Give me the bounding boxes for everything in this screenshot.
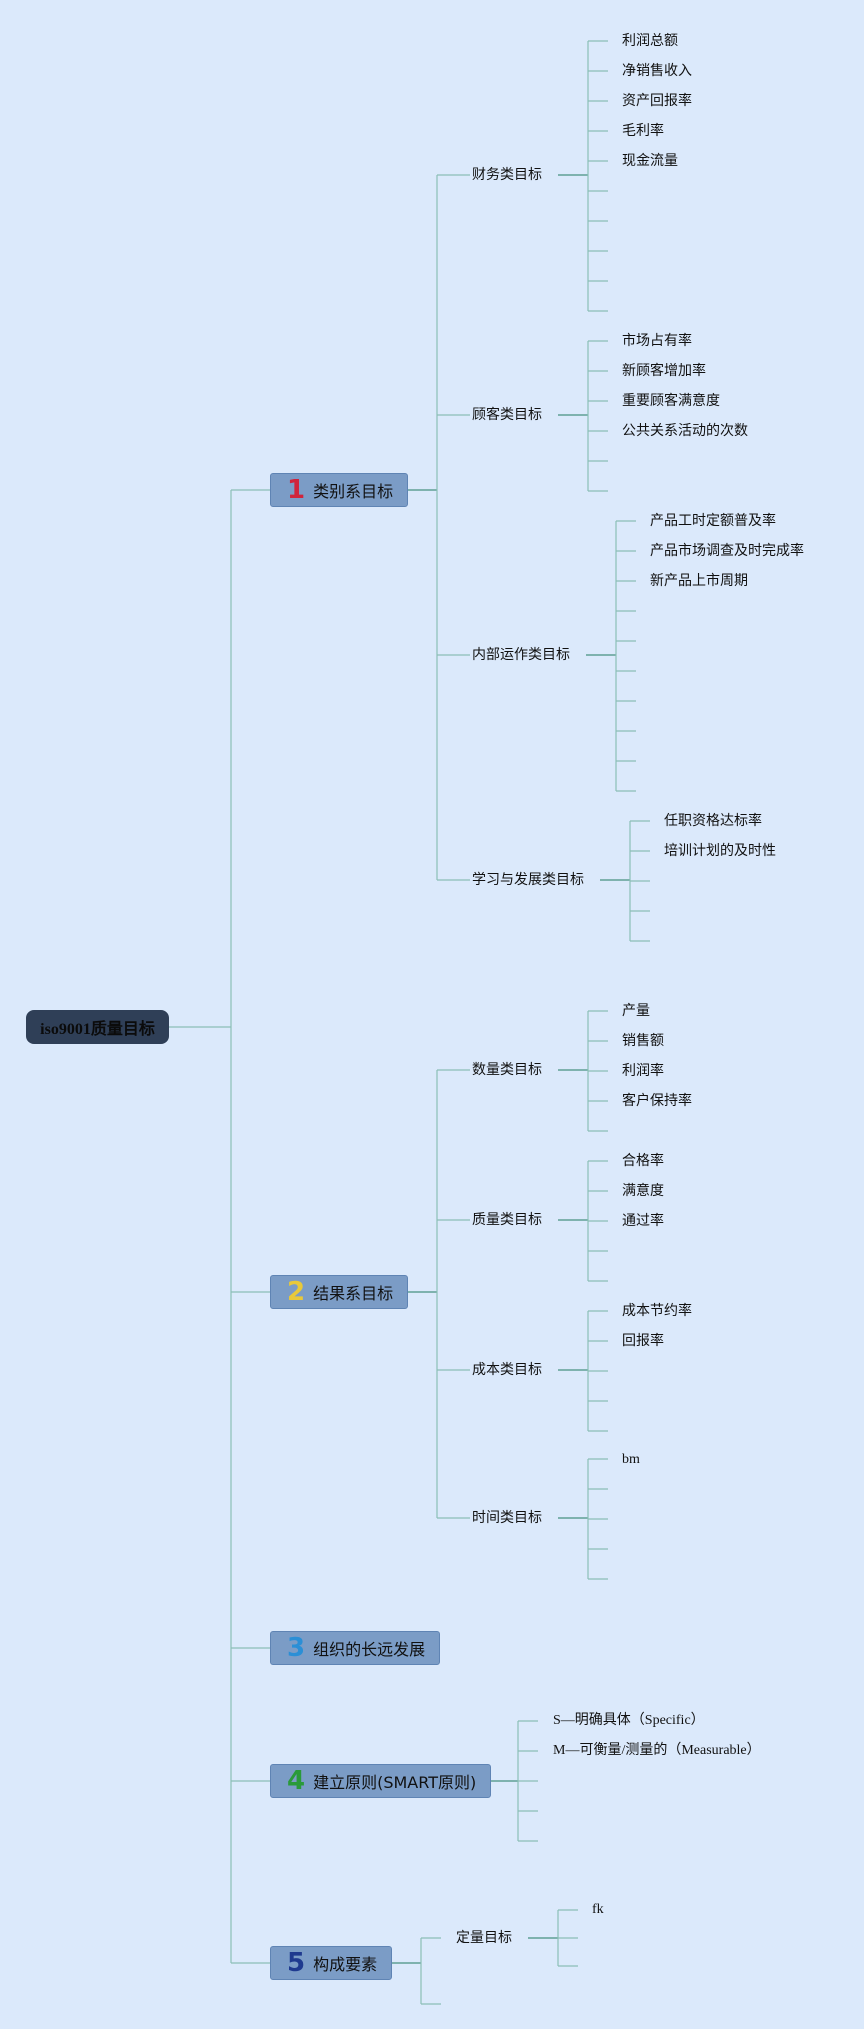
topic-customer[interactable]: 顾客类目标	[472, 407, 542, 423]
leaf-item[interactable]: 成本节约率	[622, 1303, 692, 1319]
leaf-item[interactable]: 培训计划的及时性	[664, 843, 776, 859]
leaf-item[interactable]: bm	[622, 1452, 640, 1467]
branch-smart[interactable]: 4 建立原则(SMART原则)	[270, 1764, 492, 1798]
branch-elements[interactable]: 5 构成要素	[270, 1946, 393, 1980]
leaf-item[interactable]: 新产品上市周期	[650, 573, 748, 589]
leaf-item[interactable]: 现金流量	[622, 153, 678, 169]
leaf-item[interactable]: 产品市场调查及时完成率	[650, 543, 804, 559]
branch-result-label: 结果系目标	[313, 1284, 394, 1303]
topic-learning[interactable]: 学习与发展类目标	[472, 872, 584, 888]
branch-category-label: 类别系目标	[313, 482, 394, 501]
leaf-item[interactable]: 合格率	[622, 1153, 664, 1169]
leaf-item[interactable]: 任职资格达标率	[664, 813, 762, 829]
leaf-item[interactable]: fk	[592, 1902, 604, 1917]
number-4-icon: 4	[287, 1766, 306, 1796]
topic-quality[interactable]: 质量类目标	[472, 1212, 542, 1228]
topic-cost[interactable]: 成本类目标	[472, 1362, 542, 1378]
leaf-item[interactable]: 重要顾客满意度	[622, 393, 720, 409]
leaf-item[interactable]: 产品工时定额普及率	[650, 513, 776, 529]
leaf-item[interactable]: 资产回报率	[622, 93, 692, 109]
branch-long-term-label: 组织的长远发展	[313, 1640, 426, 1659]
topic-internal[interactable]: 内部运作类目标	[472, 647, 570, 663]
topic-time[interactable]: 时间类目标	[472, 1510, 542, 1526]
leaf-item[interactable]: 新顾客增加率	[622, 363, 706, 379]
number-5-icon: 5	[287, 1948, 306, 1978]
leaf-item[interactable]: 利润总额	[622, 33, 678, 49]
leaf-item[interactable]: M—可衡量/测量的（Measurable）	[553, 1743, 761, 1758]
leaf-item[interactable]: 净销售收入	[622, 63, 692, 79]
root-node[interactable]: iso9001质量目标	[26, 1010, 169, 1044]
branch-category[interactable]: 1 类别系目标	[270, 473, 409, 507]
leaf-item[interactable]: 利润率	[622, 1063, 664, 1079]
leaf-item[interactable]: 客户保持率	[622, 1093, 692, 1109]
topic-quantity[interactable]: 数量类目标	[472, 1062, 542, 1078]
number-1-icon: 1	[287, 475, 306, 505]
topic-quantitative[interactable]: 定量目标	[456, 1930, 512, 1946]
root-label: iso9001质量目标	[40, 1021, 155, 1038]
number-3-icon: 3	[287, 1633, 306, 1663]
leaf-item[interactable]: 市场占有率	[622, 333, 692, 349]
branch-result[interactable]: 2 结果系目标	[270, 1275, 409, 1309]
leaf-item[interactable]: 毛利率	[622, 123, 664, 139]
leaf-item[interactable]: S—明确具体（Specific）	[553, 1713, 705, 1728]
leaf-item[interactable]: 满意度	[622, 1183, 664, 1199]
number-2-icon: 2	[287, 1277, 306, 1307]
leaf-item[interactable]: 产量	[622, 1003, 650, 1019]
leaf-item[interactable]: 销售额	[622, 1033, 664, 1049]
leaf-item[interactable]: 回报率	[622, 1333, 664, 1349]
leaf-item[interactable]: 通过率	[622, 1213, 664, 1229]
branch-elements-label: 构成要素	[313, 1955, 378, 1974]
branch-smart-label: 建立原则(SMART原则)	[313, 1773, 477, 1792]
topic-finance[interactable]: 财务类目标	[472, 167, 542, 183]
branch-long-term[interactable]: 3 组织的长远发展	[270, 1631, 441, 1665]
leaf-item[interactable]: 公共关系活动的次数	[622, 423, 748, 439]
